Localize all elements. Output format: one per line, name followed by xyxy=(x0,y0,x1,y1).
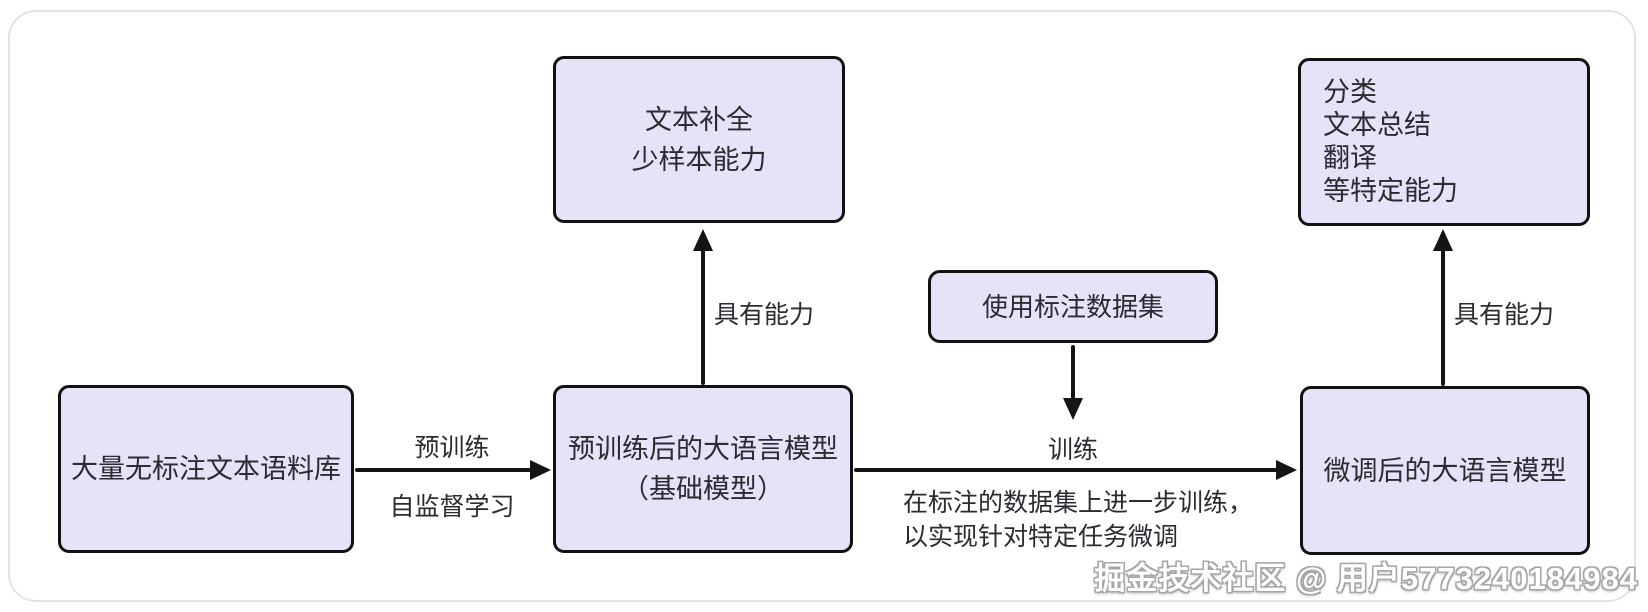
edge-label-self-supervised: 自监督学习 xyxy=(389,493,515,521)
node-unlabeled-corpus: 大量无标注文本语料库 xyxy=(58,385,354,553)
node-labeled-dataset-label: 使用标注数据集 xyxy=(981,291,1164,322)
node-finetuned-capabilities: 分类 文本总结 翻译 等特定能力 xyxy=(1298,58,1590,226)
node-base-capabilities-line1: 文本补全 xyxy=(645,104,753,135)
edge-label-train: 训练 xyxy=(1047,436,1099,464)
node-finetuned-capabilities-line1: 分类 xyxy=(1323,77,1377,107)
node-base-capabilities: 文本补全 少样本能力 xyxy=(553,56,845,223)
edge-label-capability-mid: 具有能力 xyxy=(714,301,815,329)
node-finetuned-capabilities-line2: 文本总结 xyxy=(1323,110,1431,140)
node-finetuned-capabilities-line4: 等特定能力 xyxy=(1323,176,1458,206)
watermark: 掘金技术社区 @ 用户5773240184984 xyxy=(1094,561,1638,596)
node-finetuned-model: 微调后的大语言模型 xyxy=(1300,386,1590,555)
finetune-note: 在标注的数据集上进一步训练， 以实现针对特定任务微调 xyxy=(903,486,1253,554)
edge-label-pretrain: 预训练 xyxy=(414,434,490,462)
node-unlabeled-corpus-label: 大量无标注文本语料库 xyxy=(71,454,341,484)
finetune-note-line1: 在标注的数据集上进一步训练， xyxy=(903,489,1254,517)
node-base-capabilities-line2: 少样本能力 xyxy=(631,144,767,175)
finetune-note-line2: 以实现针对特定任务微调 xyxy=(903,523,1179,551)
node-pretrained-model-line1: 预训练后的大语言模型 xyxy=(568,434,838,464)
node-finetuned-capabilities-line3: 翻译 xyxy=(1323,143,1377,173)
edge-label-capability-right: 具有能力 xyxy=(1454,301,1555,329)
node-labeled-dataset: 使用标注数据集 xyxy=(928,270,1218,343)
node-pretrained-model-line2: （基础模型） xyxy=(622,474,784,504)
node-finetuned-model-label: 微调后的大语言模型 xyxy=(1323,455,1567,486)
node-pretrained-model: 预训练后的大语言模型 （基础模型） xyxy=(553,385,853,553)
